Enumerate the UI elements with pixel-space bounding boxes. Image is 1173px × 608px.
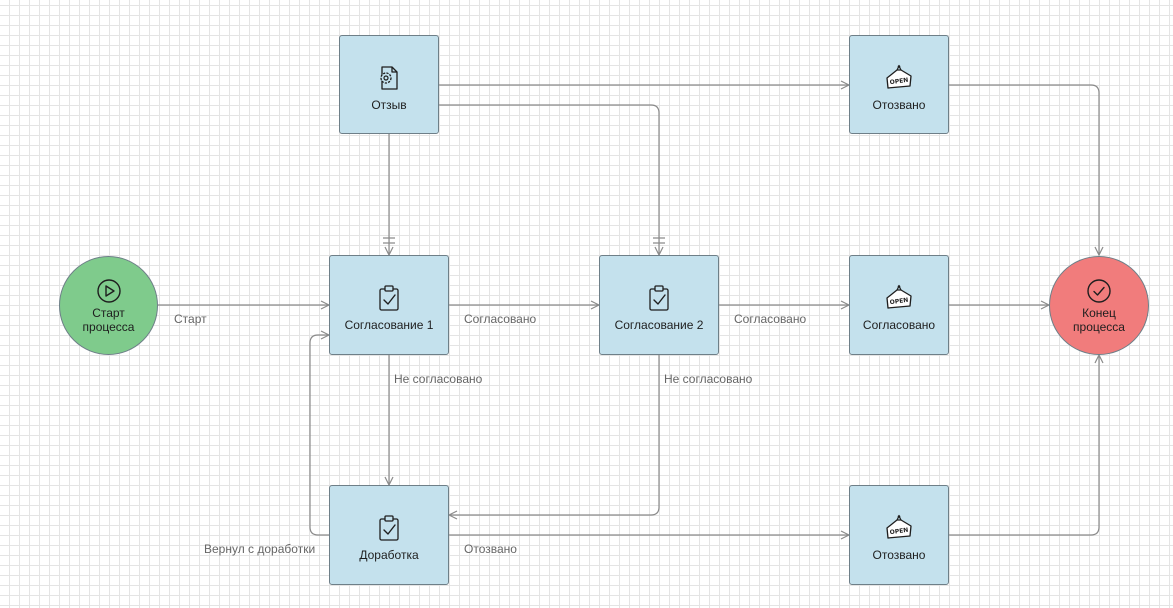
check-circle-icon: [1086, 278, 1112, 304]
state-revoked-bottom[interactable]: OPEN Отозвано: [849, 485, 949, 585]
start-event-label-line1: Старт: [92, 305, 125, 320]
state-revoked-top[interactable]: OPEN Отозвано: [849, 35, 949, 134]
double-bar-marker: [383, 237, 395, 244]
edge-label-rejected-1: Не согласовано: [394, 372, 483, 386]
task-rework-label: Доработка: [359, 548, 419, 562]
task-rework[interactable]: Доработка: [329, 485, 449, 585]
edge-rework-to-approval1: [309, 335, 329, 536]
end-event-label-line1: Конец: [1082, 305, 1116, 320]
clipboard-check-icon: [375, 514, 403, 542]
state-revoked-bottom-label: Отозвано: [872, 548, 926, 562]
open-sign-text: OPEN: [889, 297, 908, 307]
task-approval-2-label: Согласование 2: [614, 318, 704, 332]
edge-revoked-bottom-to-end: [948, 355, 1099, 536]
task-review[interactable]: Отзыв: [339, 35, 439, 134]
edge-approval2-to-rework: [449, 354, 660, 515]
state-revoked-top-label: Отозвано: [872, 97, 926, 112]
edge-label-approved-2: Согласовано: [734, 312, 807, 326]
task-review-label: Отзыв: [371, 97, 407, 112]
open-sign-icon: OPEN: [884, 64, 914, 92]
task-approval-1-label: Согласование 1: [344, 318, 434, 332]
edge-label-returned: Вернул с доработки: [204, 542, 316, 556]
clipboard-check-icon: [375, 284, 403, 312]
edge-label-revoked: Отозвано: [464, 542, 517, 556]
gear-document-icon: [375, 64, 403, 92]
edge-label-approved-1: Согласовано: [464, 312, 537, 326]
play-circle-icon: [96, 278, 122, 304]
start-event[interactable]: Старт процесса: [59, 256, 158, 355]
open-sign-text: OPEN: [889, 76, 908, 86]
edge-review-to-approval2: [438, 104, 659, 255]
task-approval-1[interactable]: Согласование 1: [329, 255, 449, 355]
open-sign-icon: OPEN: [884, 284, 914, 312]
start-event-label-line2: процесса: [82, 319, 135, 334]
state-approved-label: Согласовано: [862, 318, 936, 332]
edge-revoked-top-to-end: [948, 84, 1099, 255]
edge-label-start: Старт: [174, 312, 207, 326]
open-sign-text: OPEN: [889, 527, 908, 537]
end-event[interactable]: Конец процесса: [1049, 256, 1149, 355]
clipboard-check-icon: [645, 284, 673, 312]
double-bar-marker: [653, 237, 665, 244]
state-approved[interactable]: OPEN Согласовано: [849, 255, 949, 355]
open-sign-icon: OPEN: [884, 514, 914, 542]
end-event-label-line2: процесса: [1073, 319, 1125, 334]
edge-label-rejected-2: Не согласовано: [664, 372, 753, 386]
task-approval-2[interactable]: Согласование 2: [599, 255, 719, 355]
